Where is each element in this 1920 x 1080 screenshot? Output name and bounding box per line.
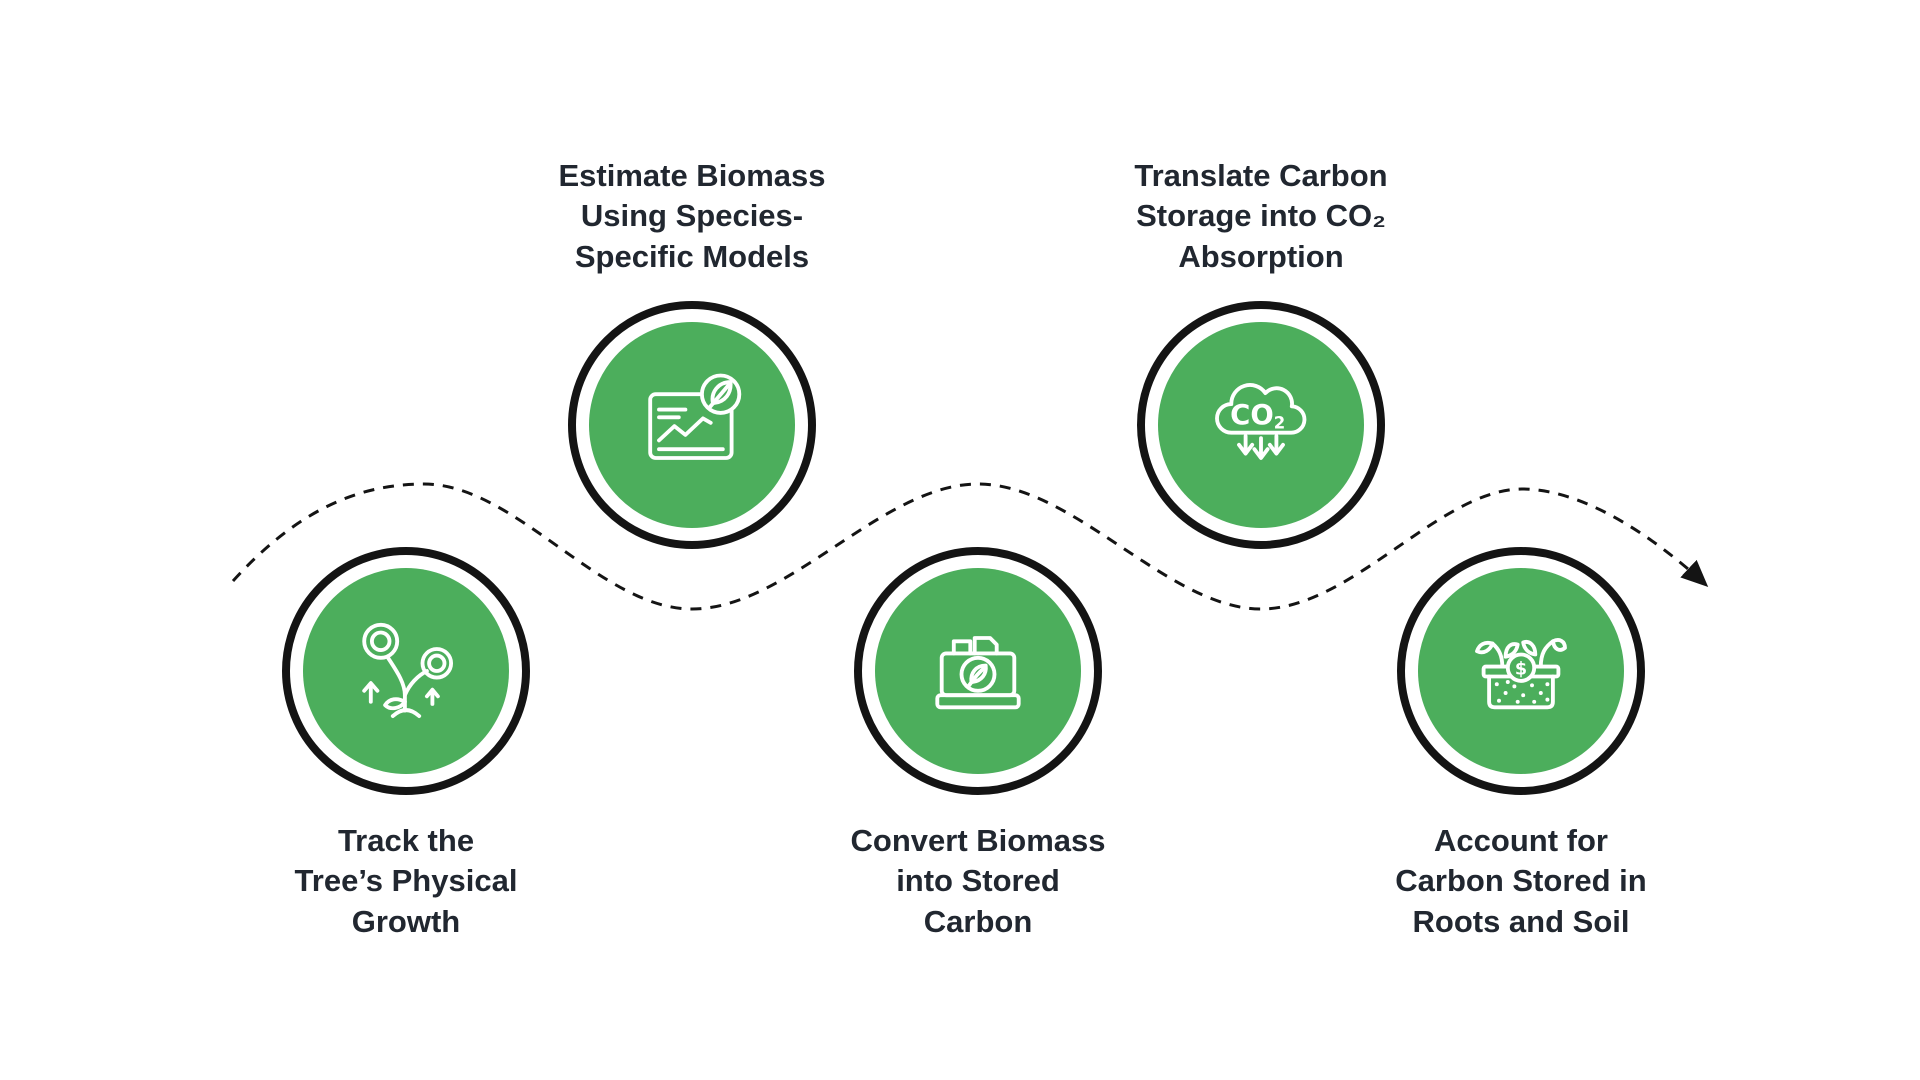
- connector-dashed-line: [231, 482, 1709, 611]
- step-disc: $: [1418, 568, 1624, 774]
- step-label: Estimate Biomass Using Species- Specific…: [558, 158, 826, 274]
- step-label: Convert Biomass into Stored Carbon: [850, 823, 1106, 939]
- step-disc: CO2: [1158, 322, 1364, 528]
- soil-dots: [1494, 680, 1550, 704]
- step-node-co2-absorption: Translate Carbon Storage into CO₂ Absorp…: [1134, 145, 1388, 549]
- step-label: Translate Carbon Storage into CO₂ Absorp…: [1134, 158, 1388, 274]
- stored-carbon-box-icon: [935, 636, 1021, 710]
- svg-text:$: $: [1515, 659, 1527, 679]
- step-node-estimate-biomass: Estimate Biomass Using Species- Specific…: [558, 145, 826, 549]
- step-circle: [854, 547, 1102, 795]
- step-node-track-growth: Track the Tree’s Physical Growth: [282, 547, 530, 942]
- species-model-chart-icon: [648, 373, 742, 460]
- step-disc: [303, 568, 509, 774]
- step-disc: [875, 568, 1081, 774]
- sapling-growth-icon: [362, 622, 454, 719]
- co2-cloud-icon: CO2: [1215, 383, 1307, 460]
- step-circle: [282, 547, 530, 795]
- step-node-convert-biomass: Convert Biomass into Stored Carbon: [851, 547, 1105, 942]
- svg-text:CO2: CO2: [1230, 399, 1285, 432]
- step-label: Track the Tree’s Physical Growth: [294, 823, 518, 939]
- step-circle: [568, 301, 816, 549]
- roots-soil-carbon-icon: $: [1475, 638, 1567, 710]
- step-node-roots-soil: $ Account for Carbon Stored in Ro: [1395, 547, 1647, 942]
- step-circle: $: [1397, 547, 1645, 795]
- step-disc: [589, 322, 795, 528]
- step-circle: CO2: [1137, 301, 1385, 549]
- step-label: Account for Carbon Stored in Roots and S…: [1395, 823, 1647, 939]
